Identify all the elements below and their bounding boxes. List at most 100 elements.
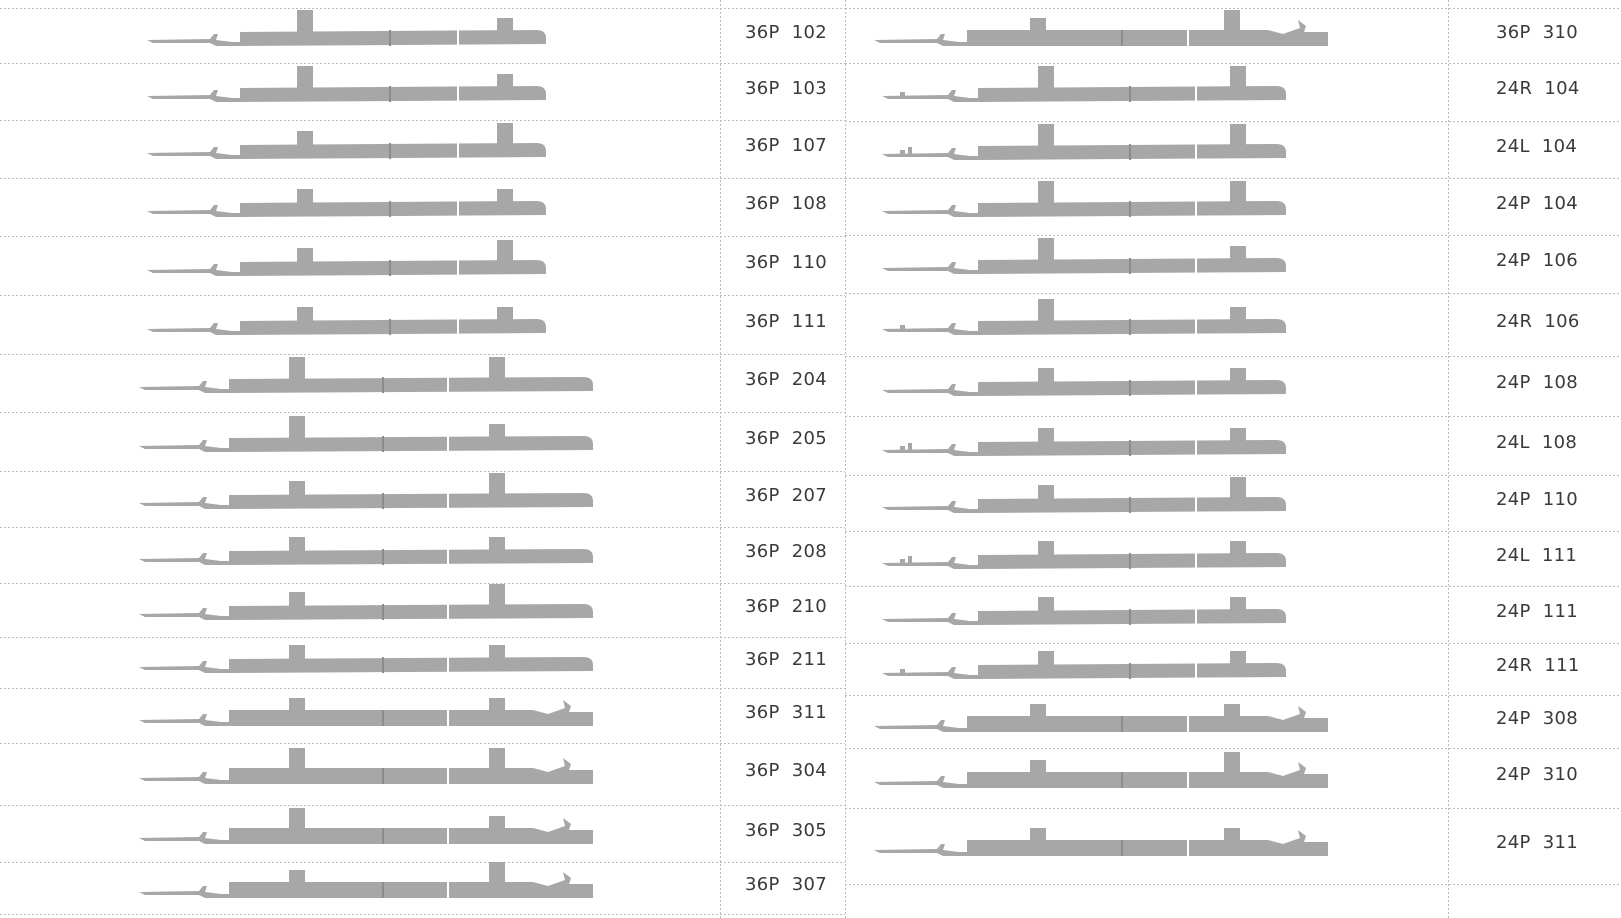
needle-silhouette: [882, 299, 1286, 335]
butt-post-front: [1038, 299, 1054, 321]
needle-silhouette: [882, 124, 1286, 160]
butt-post-front: [1038, 485, 1054, 499]
needle-body: [967, 762, 1328, 788]
butt-post-rear: [1224, 704, 1240, 718]
needle-body: [967, 706, 1328, 732]
silhouette-shape: [882, 368, 1286, 396]
butt-post-rear: [1224, 752, 1240, 774]
needle-body: [229, 377, 593, 393]
needle-body: [229, 700, 593, 726]
butt-post-front: [289, 592, 305, 606]
butt-post-front: [297, 66, 313, 88]
needle-body: [229, 549, 593, 565]
butt-post-front: [1038, 368, 1054, 382]
silhouette-shape: [139, 645, 593, 673]
hook-shaft: [874, 34, 967, 46]
butt-post-front: [289, 481, 305, 495]
part-code-label: 36P 211: [745, 649, 827, 670]
needle-silhouette: [147, 189, 546, 217]
part-code-label: 36P 304: [745, 760, 827, 781]
butt-post-rear: [1230, 428, 1246, 442]
butt-post-front: [1038, 651, 1054, 665]
hook-shaft: [874, 776, 967, 788]
part-code-label: 36P 310: [1496, 22, 1578, 43]
butt-post-rear: [1230, 477, 1246, 499]
hook-shaft: [882, 384, 978, 396]
needle-body: [978, 319, 1286, 335]
needle-body: [978, 86, 1286, 102]
butt-post-front: [1038, 238, 1054, 260]
butt-post-front: [1038, 181, 1054, 203]
butt-post-rear: [497, 189, 513, 203]
butt-post-front: [1038, 428, 1054, 442]
part-code-label: 36P 305: [745, 820, 827, 841]
needle-body: [967, 20, 1328, 46]
part-code-label: 24P 311: [1496, 832, 1578, 853]
part-code-label: 24P 110: [1496, 489, 1578, 510]
part-code-label: 24R 111: [1496, 655, 1580, 676]
butt-post-front: [1038, 66, 1054, 88]
silhouette-shape: [139, 537, 593, 565]
hook-shaft: [139, 714, 229, 726]
needle-silhouette: [882, 238, 1286, 274]
needle-silhouette: [139, 748, 593, 784]
silhouette-shape: [139, 808, 593, 844]
part-code-label: 24P 308: [1496, 708, 1578, 729]
needle-silhouette: [147, 123, 546, 159]
butt-post-front: [1030, 828, 1046, 842]
silhouette-shape: [882, 238, 1286, 274]
part-code-label: 36P 210: [745, 596, 827, 617]
silhouette-shape: [147, 240, 546, 276]
part-code-label: 24R 106: [1496, 311, 1580, 332]
silhouette-shape: [882, 541, 1286, 569]
silhouette-shape: [147, 189, 546, 217]
silhouette-shape: [882, 428, 1286, 456]
needle-body: [229, 436, 593, 452]
hook-shaft: [147, 90, 240, 102]
butt-post-rear: [489, 748, 505, 770]
needle-body: [978, 440, 1286, 456]
part-code-label: 24P 111: [1496, 601, 1578, 622]
butt-post-rear: [497, 307, 513, 321]
hook-shaft: [882, 613, 978, 625]
latch-mark: [900, 446, 905, 451]
butt-post-front: [289, 870, 305, 884]
silhouette-shape: [147, 307, 546, 335]
butt-post-front: [289, 645, 305, 659]
silhouette-shape: [882, 597, 1286, 625]
part-code-label: 24P 310: [1496, 764, 1578, 785]
silhouette-shape: [139, 416, 593, 452]
needle-body: [240, 260, 546, 276]
needle-body: [978, 553, 1286, 569]
silhouette-shape: [874, 752, 1328, 788]
butt-post-rear: [489, 816, 505, 830]
needle-silhouette: [882, 428, 1286, 456]
hook-shaft: [882, 205, 978, 217]
needle-body: [978, 609, 1286, 625]
latch-curl: [908, 556, 912, 563]
needle-silhouette: [882, 477, 1286, 513]
needle-silhouette: [874, 752, 1328, 788]
hook-shaft: [139, 497, 229, 509]
part-code-label: 36P 110: [745, 252, 827, 273]
part-code-label: 36P 207: [745, 485, 827, 506]
needle-silhouette: [147, 240, 546, 276]
butt-post-front: [289, 357, 305, 379]
needle-body: [229, 758, 593, 784]
butt-post-rear: [1230, 307, 1246, 321]
needle-silhouette: [139, 862, 593, 898]
needle-body: [967, 830, 1328, 856]
silhouette-shape: [147, 66, 546, 102]
butt-post-front: [297, 131, 313, 145]
silhouette-shape: [874, 10, 1328, 46]
hook-shaft: [882, 557, 978, 569]
silhouette-shape: [139, 357, 593, 393]
hook-shaft: [139, 832, 229, 844]
butt-post-front: [297, 189, 313, 203]
part-code-label: 24L 111: [1496, 545, 1578, 566]
hook-shaft: [139, 886, 229, 898]
silhouette-shape: [882, 124, 1286, 160]
needle-body: [229, 657, 593, 673]
butt-post-rear: [497, 74, 513, 88]
